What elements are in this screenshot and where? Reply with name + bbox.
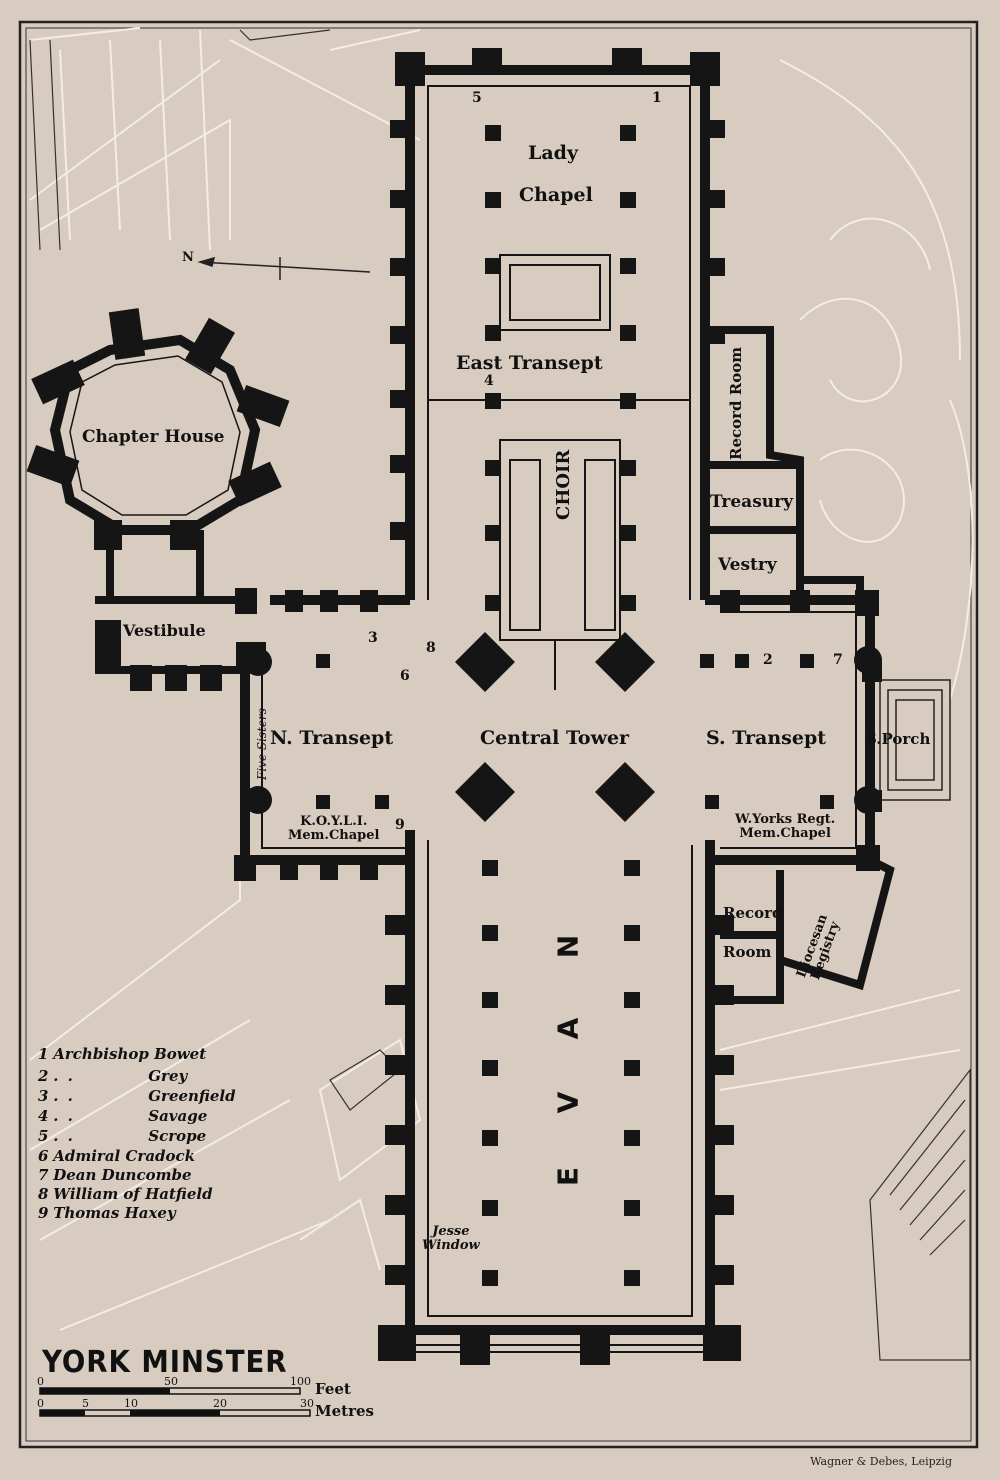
chapter-house-structure bbox=[26, 308, 290, 691]
chapter-house-label: Chapter House bbox=[82, 427, 225, 447]
legend-num: 3 bbox=[38, 1087, 49, 1105]
map-title: YORK MINSTER bbox=[42, 1345, 288, 1380]
south-porch-label: S.Porch bbox=[866, 730, 931, 748]
five-sisters-label: Five Sisters bbox=[255, 708, 269, 780]
legend-row-6: 6 Admiral Cradock bbox=[38, 1147, 195, 1165]
north-arrow bbox=[197, 256, 371, 280]
central-tower-piers bbox=[455, 632, 655, 822]
south-porch-steps bbox=[879, 679, 951, 801]
legend-num: 2 bbox=[38, 1067, 49, 1085]
legend-num: 9 bbox=[38, 1204, 49, 1222]
metres-tick-10: 10 bbox=[124, 1397, 138, 1410]
north-label: N bbox=[182, 250, 194, 265]
publisher-credit: Wagner & Debes, Leipzig bbox=[810, 1455, 952, 1468]
legend-name: Greenfield bbox=[148, 1087, 236, 1105]
koyli-line1: K.O.Y.L.I. bbox=[300, 814, 368, 829]
legend-row-8: 8 William of Hatfield bbox=[38, 1185, 213, 1203]
feet-tick-100: 100 bbox=[290, 1375, 311, 1388]
legend-name: Grey bbox=[148, 1067, 188, 1085]
legend-name: Savage bbox=[148, 1107, 208, 1125]
southeast-rooms bbox=[705, 326, 864, 600]
wyorks-line2: Mem.Chapel bbox=[739, 826, 831, 841]
legend-ditto: . . bbox=[53, 1087, 75, 1105]
feet-label: Feet bbox=[315, 1380, 351, 1398]
record-room-south-line1: Record bbox=[723, 904, 783, 922]
marker-4: 4 bbox=[484, 373, 494, 389]
nave-letter-e: E bbox=[551, 1166, 585, 1187]
legend-ditto: . . bbox=[53, 1127, 75, 1145]
legend-name: William of Hatfield bbox=[53, 1185, 213, 1203]
choir-piers bbox=[485, 125, 636, 611]
marker-1: 1 bbox=[652, 90, 662, 106]
metres-tick-20: 20 bbox=[213, 1397, 227, 1410]
east-transept-label: East Transept bbox=[456, 352, 603, 374]
treasury-label: Treasury bbox=[710, 492, 793, 512]
jesse-line1: Jesse bbox=[432, 1224, 470, 1239]
nave-letter-n: N bbox=[551, 934, 585, 959]
metres-tick-30: 30 bbox=[300, 1397, 314, 1410]
metres-tick-0: 0 bbox=[37, 1397, 44, 1410]
vestry-label: Vestry bbox=[718, 555, 777, 575]
legend-num: 7 bbox=[38, 1166, 49, 1184]
marker-7: 7 bbox=[833, 652, 843, 668]
southwest-rooms bbox=[706, 856, 895, 1004]
legend-row-7: 7 Dean Duncombe bbox=[38, 1166, 192, 1184]
nave-letter-a: A bbox=[551, 1017, 585, 1040]
legend-name: Scrope bbox=[148, 1127, 207, 1145]
koyli-line2: Mem.Chapel bbox=[288, 828, 380, 843]
legend-row-1: 1 Archbishop Bowet bbox=[38, 1045, 206, 1063]
marker-9: 9 bbox=[395, 817, 405, 833]
lady-chapel-label-line2: Chapel bbox=[519, 184, 593, 206]
legend-num: 6 bbox=[38, 1147, 49, 1165]
legend-name: Thomas Haxey bbox=[53, 1204, 176, 1222]
legend-num: 8 bbox=[38, 1185, 49, 1203]
marker-2: 2 bbox=[763, 652, 773, 668]
scale-bars bbox=[39, 1387, 311, 1417]
marker-6: 6 bbox=[400, 668, 410, 684]
nave-letter-v: V bbox=[551, 1091, 585, 1114]
legend-num: 4 bbox=[38, 1107, 49, 1125]
feet-tick-0: 0 bbox=[37, 1375, 44, 1388]
metres-tick-5: 5 bbox=[82, 1397, 89, 1410]
legend-num: 5 bbox=[38, 1127, 49, 1145]
feet-tick-50: 50 bbox=[164, 1375, 178, 1388]
north-transept-label: N. Transept bbox=[270, 727, 394, 749]
legend-row-9: 9 Thomas Haxey bbox=[38, 1204, 176, 1222]
jesse-line2: Window bbox=[422, 1238, 480, 1253]
legend-row-3: 3 . . Greenfield bbox=[38, 1087, 236, 1105]
legend-name: Admiral Cradock bbox=[53, 1147, 196, 1165]
koyli-chapel-label: K.O.Y.L.I. Mem.Chapel bbox=[288, 815, 379, 843]
map-border bbox=[18, 20, 979, 1449]
record-room-south-line2: Room bbox=[723, 943, 772, 961]
south-transept-label: S. Transept bbox=[706, 727, 827, 749]
legend-row-5: 5 . . Scrope bbox=[38, 1127, 206, 1145]
record-room-north-label: Record Room bbox=[727, 346, 745, 460]
surrounding-buildings bbox=[29, 29, 971, 1361]
lady-chapel-label-line1: Lady bbox=[528, 142, 578, 164]
map-inner-border bbox=[25, 27, 972, 1442]
jesse-window-label: Jesse Window bbox=[422, 1225, 480, 1253]
wyorks-line1: W.Yorks Regt. bbox=[735, 812, 836, 827]
legend-row-4: 4 . . Savage bbox=[38, 1107, 207, 1125]
legend-ditto: . . bbox=[53, 1067, 75, 1085]
nave-piers bbox=[482, 860, 640, 1286]
legend-name: Archbishop Bowet bbox=[53, 1045, 207, 1063]
choir-label: CHOIR bbox=[553, 449, 574, 520]
legend-ditto: . . bbox=[53, 1107, 75, 1125]
wyorks-chapel-label: W.Yorks Regt. Mem.Chapel bbox=[735, 813, 835, 841]
outer-walls bbox=[240, 65, 875, 1335]
marker-3: 3 bbox=[368, 630, 378, 646]
marker-5: 5 bbox=[472, 90, 482, 106]
vestibule-label: Vestibule bbox=[123, 621, 206, 640]
legend-row-2: 2 . . Grey bbox=[38, 1067, 187, 1085]
central-tower-label: Central Tower bbox=[480, 727, 630, 749]
metres-label: Metres bbox=[315, 1402, 374, 1420]
transept-piers bbox=[244, 646, 882, 814]
marker-8: 8 bbox=[426, 640, 436, 656]
legend-num: 1 bbox=[38, 1045, 49, 1063]
legend-name: Dean Duncombe bbox=[53, 1166, 192, 1184]
